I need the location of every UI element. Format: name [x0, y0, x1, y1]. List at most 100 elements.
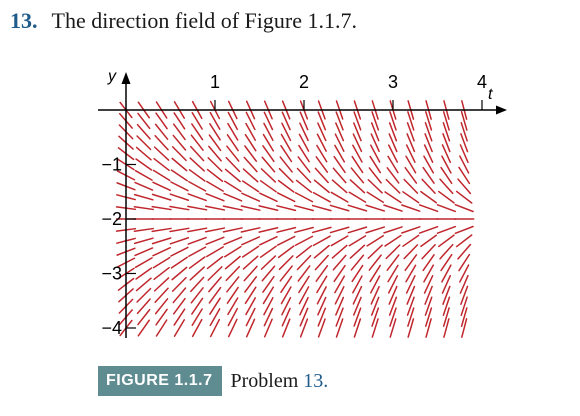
caption-problem-ref[interactable]: 13.	[303, 369, 329, 392]
slope-segment-270	[335, 296, 345, 316]
slope-segment-55	[152, 246, 171, 257]
slope-segment-175	[259, 180, 277, 193]
slope-segment-46	[153, 146, 170, 161]
slope-segment-146	[227, 318, 238, 338]
slope-segment-74	[169, 227, 190, 233]
slope-segment-333	[388, 296, 398, 316]
slope-segment-402	[460, 133, 469, 153]
slope-segment-128	[227, 122, 239, 141]
slope-segment-153	[242, 168, 259, 183]
slope-segment-391	[439, 243, 454, 260]
slope-segment-247	[316, 275, 328, 294]
slope-segment-186	[263, 297, 274, 316]
slope-segment-179	[258, 226, 279, 233]
slope-segment-229	[299, 307, 309, 327]
slope-segment-96	[187, 236, 207, 245]
slope-segment-240	[311, 204, 332, 212]
slope-segment-261	[329, 204, 350, 212]
slope-segment-358	[425, 111, 433, 131]
slope-segment-280	[349, 179, 366, 194]
slope-segment-124	[209, 308, 221, 327]
slope-segment-44	[154, 123, 169, 140]
slope-segment-348	[402, 234, 420, 247]
slope-segment-232	[317, 111, 327, 131]
slope-segment-221	[294, 226, 314, 234]
slope-segment-293	[353, 318, 362, 338]
slope-segment-188	[263, 318, 273, 338]
slope-segment-353	[406, 285, 416, 305]
slope-segment-138	[223, 236, 243, 246]
slope-segment-25	[135, 146, 152, 161]
slope-segment-413	[458, 253, 471, 272]
slope-segment-322	[385, 178, 401, 194]
slope-segment-308	[368, 254, 382, 271]
slope-segment-173	[261, 156, 276, 173]
slope-segment-41	[137, 319, 151, 337]
slope-segment-354	[406, 296, 415, 316]
slope-segment-120	[207, 266, 223, 281]
slope-segment-194	[279, 156, 293, 173]
slope-segment-137	[222, 227, 243, 233]
slope-segment-68	[171, 157, 188, 172]
slope-segment-108	[208, 134, 222, 152]
slope-segment-248	[316, 286, 327, 305]
slope-segment-65	[173, 123, 186, 141]
slope-segment-150	[244, 133, 257, 152]
slope-segment-254	[335, 122, 345, 142]
slope-segment-119	[206, 255, 224, 270]
slope-segment-342	[404, 166, 418, 184]
slope-segment-313	[371, 307, 380, 327]
slope-segment-32	[133, 227, 154, 232]
slope-segment-113	[205, 192, 225, 202]
slope-segment-300	[368, 167, 382, 184]
slope-segment-268	[334, 275, 346, 294]
slope-segment-403	[459, 144, 469, 164]
slope-segment-338	[406, 122, 415, 142]
slope-segment-351	[405, 264, 417, 283]
slope-segment-131	[225, 156, 241, 173]
slope-segment-377	[425, 318, 432, 338]
slope-segment-34	[134, 247, 154, 257]
slope-segment-401	[460, 122, 468, 142]
slope-segment-275	[353, 122, 362, 142]
slope-segment-62	[155, 319, 168, 337]
slope-segment-405	[458, 166, 471, 185]
slope-segment-329	[386, 254, 400, 271]
slope-segment-243	[312, 235, 331, 247]
slope-segment-207	[281, 296, 292, 316]
slope-segment-286	[349, 244, 366, 259]
y-tick-label-3: −3	[101, 264, 122, 284]
slope-segment-83	[173, 319, 185, 337]
slope-segment-180	[259, 235, 278, 246]
slope-segment-143	[226, 286, 239, 304]
slope-segment-395	[442, 285, 451, 305]
slope-segment-129	[226, 134, 239, 152]
slope-segment-197	[276, 192, 296, 203]
slope-segment-352	[405, 275, 416, 294]
slope-segment-70	[170, 181, 189, 192]
slope-segment-187	[263, 307, 274, 327]
slope-segment-236	[315, 156, 329, 173]
slope-segment-258	[332, 167, 347, 184]
slope-segment-214	[298, 144, 310, 163]
slope-segment-88	[190, 145, 205, 162]
slope-segment-311	[370, 285, 380, 305]
t-tick-label-1: 1	[210, 72, 220, 92]
slope-segment-407	[455, 190, 473, 204]
slope-segment-69	[170, 169, 189, 182]
slope-segment-312	[370, 296, 380, 316]
slope-segment-397	[442, 307, 450, 327]
t-tick-label-2: 2	[299, 72, 309, 92]
slope-segment-211	[299, 111, 309, 131]
slope-segment-400	[460, 111, 468, 131]
slope-segment-417	[460, 296, 468, 316]
slope-segment-170	[263, 122, 274, 141]
slope-segment-297	[370, 133, 380, 153]
y-axis-label: y	[107, 68, 117, 85]
slope-segment-238	[313, 179, 330, 194]
slope-segment-394	[441, 274, 452, 294]
axes	[98, 72, 507, 338]
slope-segment-164	[244, 286, 257, 305]
slope-segment-319	[387, 144, 399, 163]
